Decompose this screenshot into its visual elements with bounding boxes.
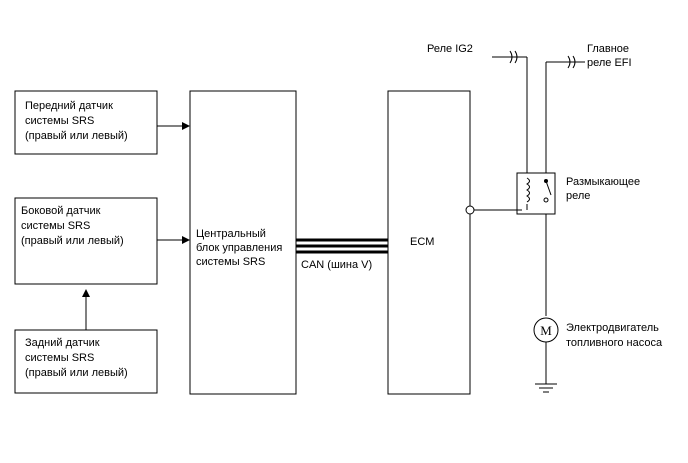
fuel-pump-motor: M [533,317,559,343]
center-unit-label-1: Центральный [196,228,266,240]
fuel-pump-label-1: Электродвигатель [566,322,659,334]
center-srs-unit: Центральный блок управления системы SRS [189,90,297,395]
side-sensor-label-3: (правый или левый) [21,235,124,247]
can-bus-label: CAN (шина V) [301,259,372,271]
efi-relay-label-2: реле EFI [587,57,632,69]
side-sensor-block: Боковой датчик системы SRS (правый или л… [14,197,158,285]
center-unit-label-3: системы SRS [196,256,265,268]
front-sensor-label-1: Передний датчик [25,100,113,112]
rear-sensor-label-3: (правый или левый) [25,367,128,379]
can-bus-lines [296,238,388,254]
center-unit-label-2: блок управления [196,242,282,254]
ecm-terminal [465,205,475,215]
cutoff-relay [516,172,556,215]
side-sensor-label-2: системы SRS [21,220,90,232]
ecm-block: ECM [387,90,471,395]
ecm-label: ECM [410,236,434,248]
rear-sensor-block: Задний датчик системы SRS (правый или ле… [14,329,158,394]
ground-icon [535,383,557,393]
front-sensor-block: Передний датчик системы SRS (правый или … [14,90,158,155]
cutoff-relay-label-2: реле [566,190,590,202]
cutoff-relay-label-1: Размыкающее [566,176,640,188]
efi-relay-label-1: Главное [587,43,629,55]
relay-ig2-label: Реле IG2 [427,43,473,55]
fuel-pump-label-2: топливного насоса [566,337,663,349]
rear-sensor-label-1: Задний датчик [25,337,100,349]
side-sensor-label-1: Боковой датчик [21,205,101,217]
motor-symbol: M [540,323,552,338]
relay-contact-icon [545,180,552,196]
rear-sensor-label-2: системы SRS [25,352,94,364]
front-sensor-label-3: (правый или левый) [25,130,128,142]
front-sensor-label-2: системы SRS [25,115,94,127]
efi-relay-break-icon [567,55,576,69]
relay-coil-icon [526,177,530,203]
